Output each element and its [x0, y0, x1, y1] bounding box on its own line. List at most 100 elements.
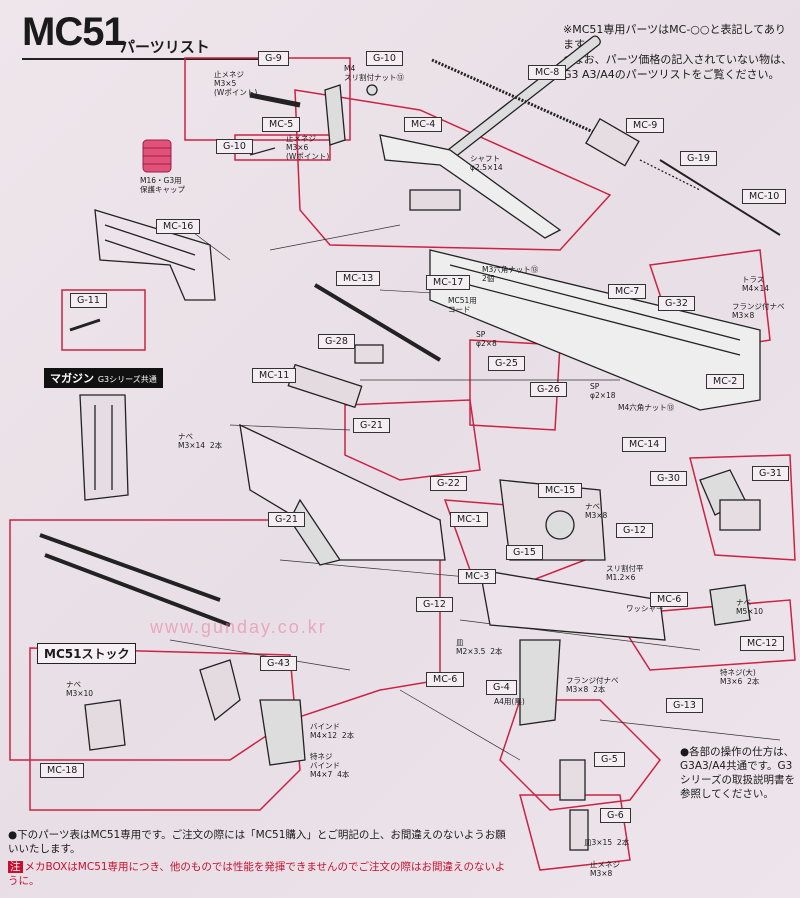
- outline-g31: [689, 454, 796, 561]
- label-g19: G-19: [680, 151, 717, 166]
- caption-pan-m5x10: ナベ M5×10: [736, 598, 764, 616]
- outline-g25: [469, 339, 561, 431]
- label-mc4: MC-4: [404, 117, 443, 132]
- receiver-upper-mc2: [429, 249, 761, 411]
- warning-tag: 注: [8, 861, 23, 873]
- label-g15: G-15: [506, 545, 543, 560]
- page-subtitle: パーツリスト: [120, 38, 210, 56]
- caption-pan-m3x8: ナベ M3×8: [585, 502, 608, 520]
- stock-rail-2: [44, 553, 231, 627]
- lower-receiver-mc1: [239, 423, 446, 561]
- label-mc12: MC-12: [740, 636, 785, 651]
- label-g26: G-26: [530, 382, 567, 397]
- label-g28: G-28: [318, 334, 355, 349]
- nut-g10: [366, 84, 378, 96]
- label-mc17: MC-17: [426, 275, 471, 290]
- howto-note: ●各部の操作の仕方は、G3A3/A4共通です。G3シリーズの取扱説明書を参照して…: [680, 746, 795, 800]
- label-g25: G-25: [488, 356, 525, 371]
- caption-protective-cap: M16・G3用 保護キャップ: [140, 176, 185, 194]
- stock-rail-1: [39, 533, 221, 602]
- caption-spring-2x18: SP φ2×18: [590, 382, 616, 400]
- label-g13: G-13: [666, 698, 703, 713]
- caption-set-screw-m3x5: 止メネジ M3×5 (Wポイント): [214, 70, 258, 97]
- barrel-top: [439, 35, 601, 165]
- caption-washer: ワッシャー: [626, 604, 664, 613]
- caption-hex-nut-m4: M4六角ナット⑬: [618, 403, 675, 412]
- title-underline: [22, 58, 272, 60]
- caption-flat-3x15: 皿3×15 2本: [584, 838, 630, 847]
- label-mc7: MC-7: [608, 284, 647, 299]
- part-mc11: [287, 363, 363, 409]
- handguard-mc16: [94, 209, 216, 301]
- caption-slotted-flat-m1: スリ割付平 M1.2×6: [606, 564, 644, 582]
- label-g43: G-43: [260, 656, 297, 671]
- outline-g5: [499, 699, 661, 811]
- note-line-2: ●なお、パーツ価格の記入されていない物は、G3 A3/A4のパーツリストをご覧く…: [563, 53, 793, 81]
- outline-g21: [344, 399, 481, 481]
- label-mc8: MC-8: [528, 65, 567, 80]
- trigger-group-mc3: [479, 569, 666, 641]
- label-g5: G-5: [594, 752, 625, 767]
- protective-cap-icon: [142, 139, 172, 173]
- caption-flat-m2: 皿 M2×3.5 2本: [456, 638, 503, 656]
- caption-set-screw-m3x6: 止メネジ M3×6 (Wポイント): [286, 134, 330, 161]
- label-mc10: MC-10: [742, 189, 787, 204]
- label-mc6-right: MC-6: [650, 592, 689, 607]
- part-mc9: [585, 117, 640, 167]
- outline-g9: [184, 57, 351, 141]
- label-g22: G-22: [430, 476, 467, 491]
- label-g10-bottom: G-10: [216, 139, 253, 154]
- spring-g19: [639, 159, 701, 191]
- page-title: MC51: [22, 10, 126, 54]
- magazine-label: マガジン: [50, 372, 94, 385]
- label-mc5: MC-5: [262, 117, 301, 132]
- label-g31: G-31: [752, 466, 789, 481]
- label-g6: G-6: [600, 808, 631, 823]
- caption-flange-m3x8: フランジ付ナベ M3×8: [732, 302, 785, 320]
- label-mc1: MC-1: [450, 512, 489, 527]
- part-g28: [354, 344, 384, 364]
- label-mc14: MC-14: [622, 437, 667, 452]
- bolt-assembly-mc4: [379, 134, 562, 239]
- caption-pan-m3x14: ナベ M3×14 2本: [178, 432, 223, 450]
- motor-g5: [559, 759, 586, 801]
- label-g11: G-11: [70, 293, 107, 308]
- caption-pan-m3x10: ナベ M3×10: [66, 680, 94, 698]
- caption-special-screw-large: 特ネジ(大) M3×6 2本: [720, 668, 760, 686]
- magazine-sub-label: G3シリーズ共通: [97, 375, 157, 384]
- part-g9: [249, 92, 301, 108]
- label-g21-top: G-21: [353, 418, 390, 433]
- group-outlines: [9, 57, 796, 871]
- stock-section-label: MC51ストック: [37, 643, 137, 664]
- label-mc11: MC-11: [252, 368, 297, 383]
- part-mc12: [709, 584, 751, 626]
- part-g31: [719, 499, 761, 531]
- label-mc6-left: MC-6: [426, 672, 465, 687]
- footer-warning: 注メカBOXはMC51専用につき、他のものでは性能を発揮できませんのでご注文の際…: [8, 860, 508, 888]
- pin-g10: [249, 147, 276, 156]
- magazine: [79, 394, 129, 501]
- label-g32: G-32: [658, 296, 695, 311]
- notes-block: ※MC51専用パーツはMC-○○と表記してあります。 ●なお、パーツ価格の記入さ…: [563, 22, 793, 82]
- label-g4: G-4: [486, 680, 517, 695]
- label-g12-left: G-12: [416, 597, 453, 612]
- label-g9: G-9: [258, 51, 289, 66]
- outline-g11: [61, 289, 146, 351]
- caption-set-screw-m3x8: 止メネジ M3×8: [590, 860, 620, 878]
- stock-plate: [259, 699, 306, 766]
- caption-mc51-cord: MC51用 コード: [448, 296, 477, 314]
- caption-special-bind-m4x7: 特ネジ バインド M4×7 4本: [310, 752, 350, 779]
- part-drawings: [39, 35, 781, 851]
- label-g21-bottom: G-21: [268, 512, 305, 527]
- caption-truss-m4x14: トラス M4×14: [742, 275, 770, 293]
- caption-slotted-nut-m4: M4 スリ割付ナット⑬: [344, 64, 404, 82]
- label-mc3: MC-3: [458, 569, 497, 584]
- outline-g6: [519, 794, 631, 871]
- part-mc5: [324, 84, 346, 146]
- label-mc15: MC-15: [538, 483, 583, 498]
- footer-note: ●下のパーツ表はMC51専用です。ご注文の際には「MC51購入」とご明記の上、お…: [8, 829, 506, 855]
- caption-shaft: シャフト φ2.5×14: [470, 154, 503, 172]
- rod-mc10: [659, 159, 781, 236]
